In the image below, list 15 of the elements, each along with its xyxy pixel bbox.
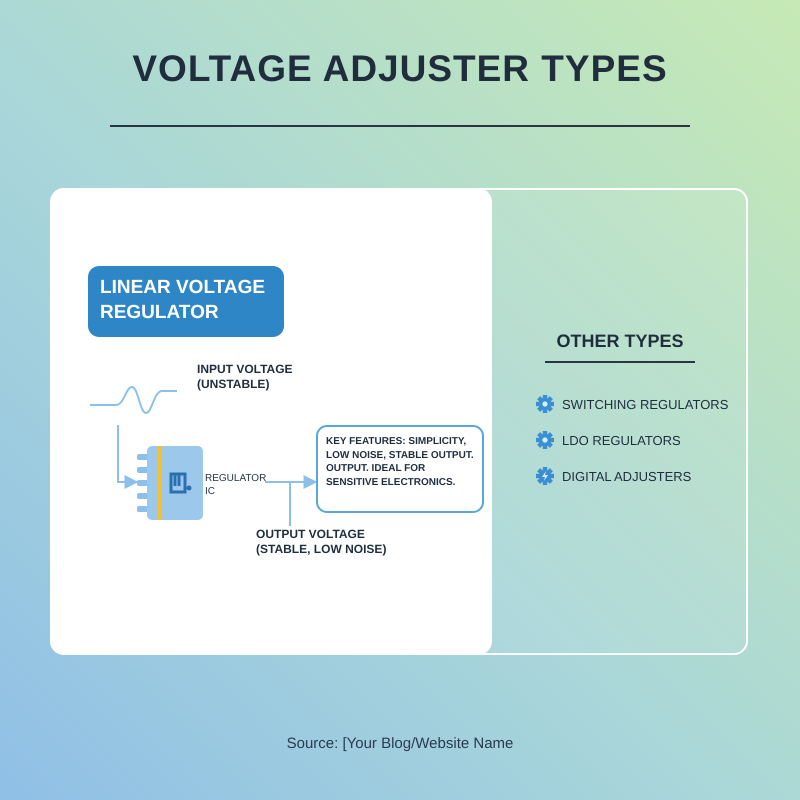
arrow xyxy=(117,425,138,489)
features-box: KEY FEATURES: SIMPLICITY, LOW NOISE, STABLE OUTPUT. OUTPUT. IDEAL FOR SENSITIVE ELECTRONICS. xyxy=(316,425,484,513)
signal-label: INPUT VOLTAGE (UNSTABLE) xyxy=(197,362,294,392)
output-label: OUTPUT VOLTAGE (STABLE, LOW NOISE) xyxy=(256,527,416,563)
title: VOLTAGE ADJUSTER TYPES xyxy=(131,48,669,90)
list-item: DIGITAL ADJUSTERS xyxy=(562,469,692,484)
list-item: LDO REGULATORS xyxy=(562,433,681,448)
title-badge: LINEAR VOLTAGE REGULATOR xyxy=(88,266,284,337)
list-item: SWITCHING REGULATORS xyxy=(562,397,728,412)
source-note: Source: [Your Blog/Website Name xyxy=(286,735,514,752)
regulator-ic xyxy=(135,444,265,522)
component-label: REGULATOR IC xyxy=(205,473,265,498)
section-heading: OTHER TYPES xyxy=(545,331,695,363)
arrow xyxy=(265,475,318,489)
leader-line xyxy=(289,482,291,526)
